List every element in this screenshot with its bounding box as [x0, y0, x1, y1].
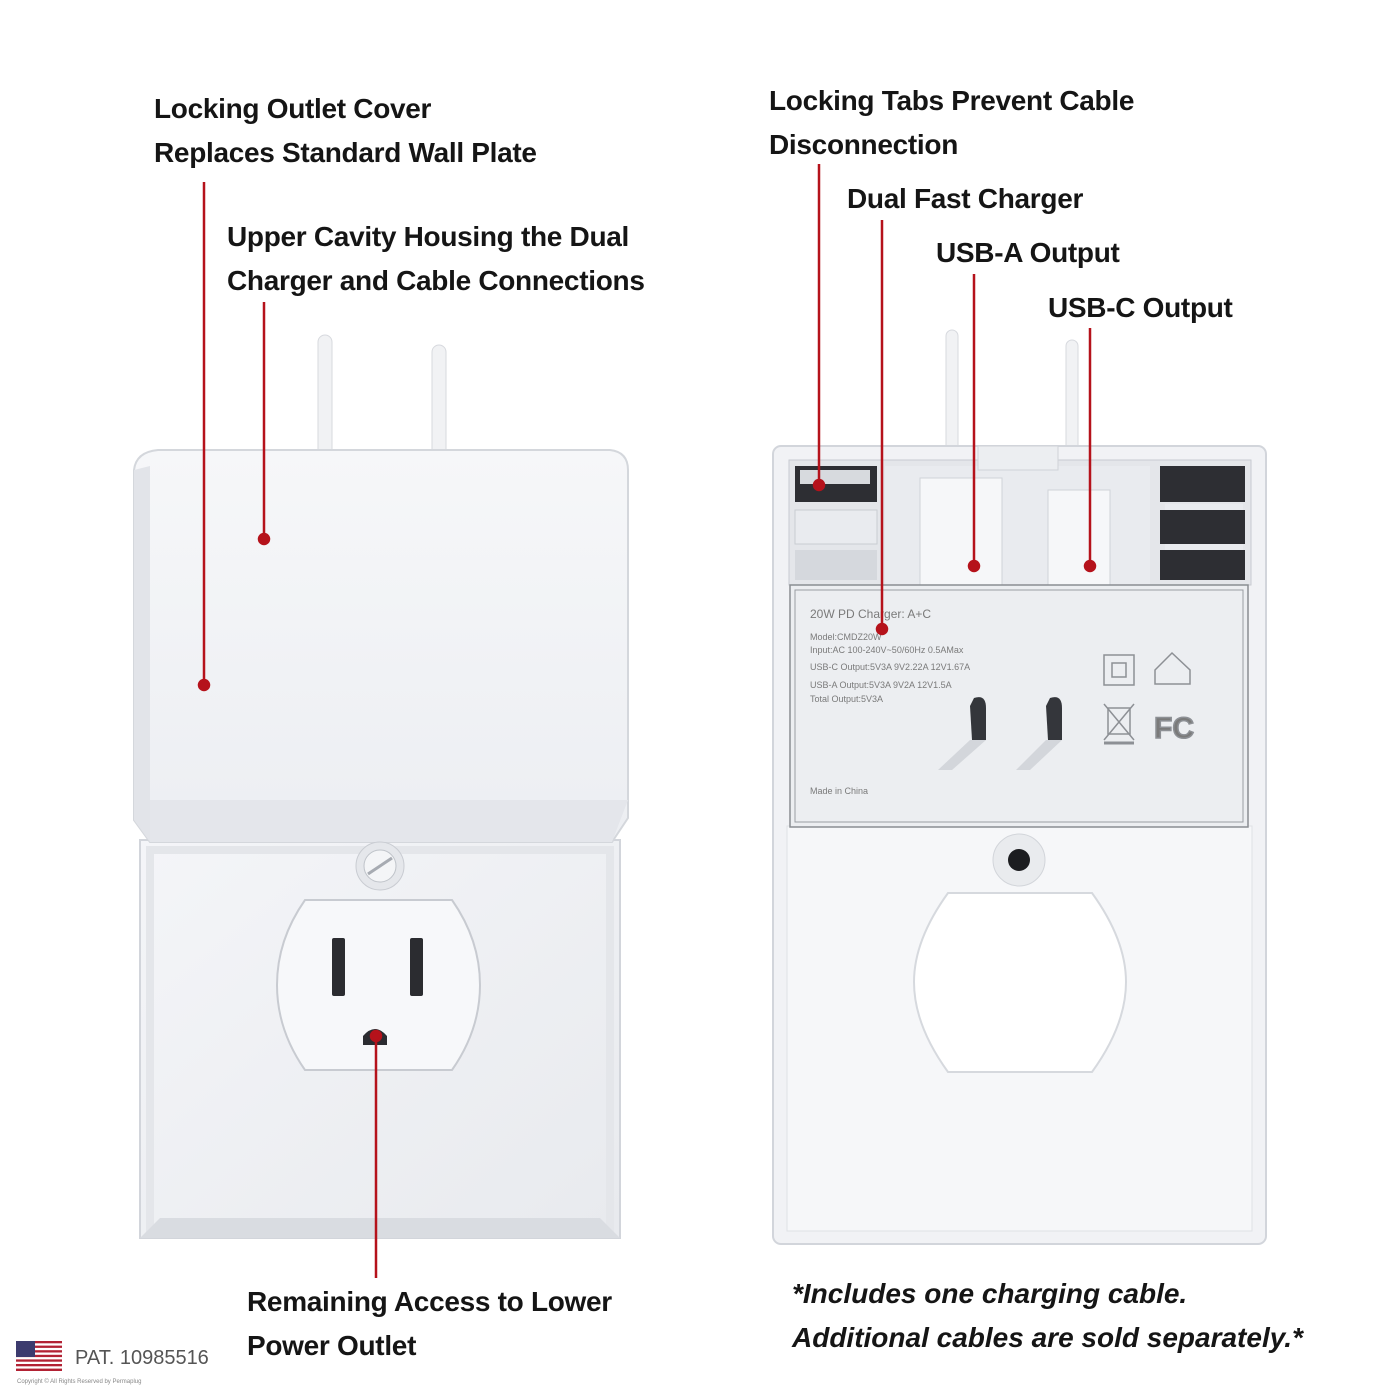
- callout-upper-cavity-line1: Upper Cavity Housing the Dual: [227, 221, 630, 252]
- upper-cover: [133, 449, 629, 843]
- usb-c-port: [1047, 489, 1111, 587]
- charger-label: [789, 584, 1249, 828]
- indoor-use-icon: [1154, 651, 1191, 685]
- cable-right: [431, 344, 447, 461]
- usb-a-port: [919, 477, 1003, 587]
- callout-remaining-access-line2: Power Outlet: [247, 1330, 417, 1361]
- cable-left: [317, 334, 333, 461]
- callout-locking-cover-line1: Locking Outlet Cover: [154, 93, 432, 124]
- charger-total: Total Output:5V3A: [810, 694, 883, 704]
- callout-locking-cover-line2: Replaces Standard Wall Plate: [154, 137, 537, 168]
- right-device: [772, 329, 1267, 1245]
- callout-usb-c: USB-C Output: [1048, 286, 1233, 330]
- cable-note-line1: *Includes one charging cable.: [792, 1278, 1188, 1309]
- callout-locking-tabs-line1: Locking Tabs Prevent Cable: [769, 85, 1135, 116]
- callout-remaining-access: Remaining Access to Lower Power Outlet: [247, 1280, 612, 1368]
- callout-usb-c-text: USB-C Output: [1048, 292, 1233, 323]
- charger-usbc: USB-C Output:5V3A 9V2.22A 12V1.67A: [810, 662, 970, 672]
- outlet-slot-right: [410, 938, 423, 996]
- fcc-logo: FC: [1154, 712, 1194, 745]
- double-insulation-icon: [1103, 654, 1135, 686]
- callout-remaining-access-line1: Remaining Access to Lower: [247, 1286, 612, 1317]
- callout-locking-cover: Locking Outlet Cover Replaces Standard W…: [154, 87, 537, 175]
- prong-left: [970, 697, 986, 740]
- callout-upper-cavity-line2: Charger and Cable Connections: [227, 265, 645, 296]
- cable-note: *Includes one charging cable. Additional…: [792, 1272, 1303, 1360]
- charger-input: Input:AC 100-240V~50/60Hz 0.5AMax: [810, 645, 964, 655]
- outlet-slot-left: [332, 938, 345, 996]
- callout-usb-a: USB-A Output: [936, 231, 1120, 275]
- patent-number: PAT. 10985516: [75, 1347, 209, 1369]
- callout-locking-tabs: Locking Tabs Prevent Cable Disconnection: [769, 79, 1134, 167]
- prong-right: [1046, 697, 1062, 740]
- charger-title: 20W PD Charger: A+C: [810, 607, 931, 621]
- locking-tabs-left: [794, 466, 878, 580]
- outlet-cutout: [912, 892, 1128, 1073]
- cable-note-line2: Additional cables are sold separately.*: [792, 1322, 1303, 1353]
- charger-model: Model:CMDZ20W: [810, 632, 882, 642]
- us-flag-icon: [16, 1341, 62, 1371]
- callout-dual-charger-text: Dual Fast Charger: [847, 183, 1084, 214]
- callout-upper-cavity: Upper Cavity Housing the Dual Charger an…: [227, 215, 645, 303]
- locking-tabs-right: [1160, 466, 1245, 580]
- copyright-notice: Copyright © All Rights Reserved by Perma…: [17, 1379, 142, 1385]
- weee-bin-icon: [1103, 703, 1135, 745]
- outlet-face: [275, 899, 482, 1071]
- callout-dual-charger: Dual Fast Charger: [847, 177, 1083, 221]
- callout-lines: [197, 164, 1097, 1278]
- callout-locking-tabs-line2: Disconnection: [769, 129, 959, 160]
- callout-usb-a-text: USB-A Output: [936, 237, 1120, 268]
- charger-usba: USB-A Output:5V3A 9V2A 12V1.5A: [810, 680, 952, 690]
- left-device: [133, 334, 629, 1239]
- charger-origin: Made in China: [810, 786, 868, 796]
